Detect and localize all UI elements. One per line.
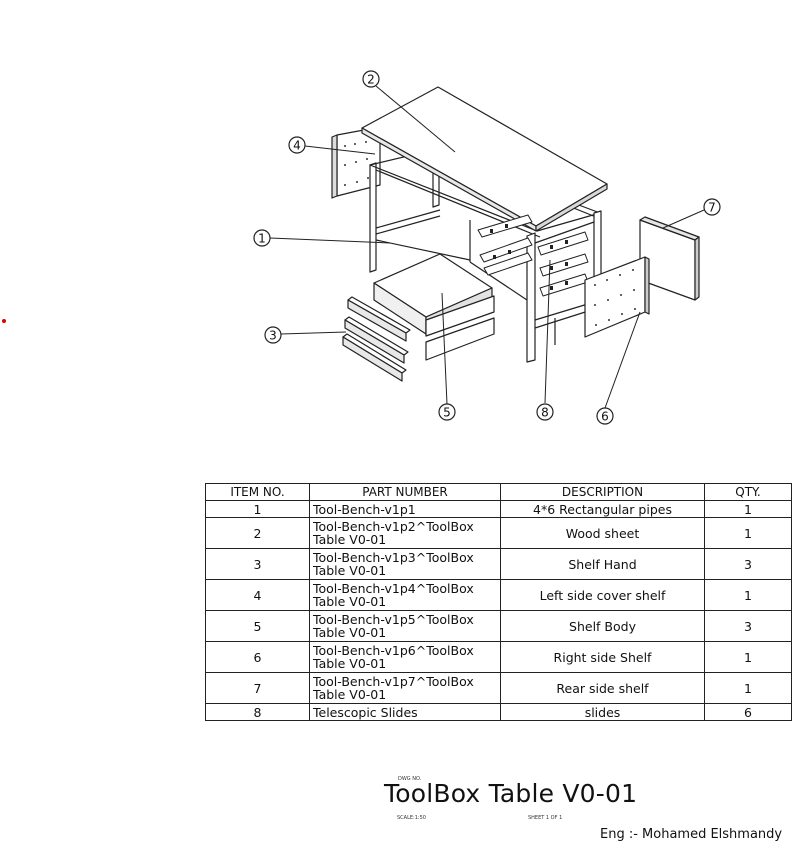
cell-item: 1: [205, 500, 310, 518]
cell-item: 8: [205, 703, 310, 721]
cell-qty: 6: [704, 703, 792, 721]
cell-part: Telescopic Slides: [309, 703, 501, 721]
part-line-2: Table V0-01: [313, 594, 387, 609]
part-line-2: Table V0-01: [313, 625, 387, 640]
header-item-no: ITEM NO.: [205, 483, 310, 501]
sheet-caption: SHEET 1 OF 1: [528, 815, 563, 821]
cell-qty: 3: [704, 548, 792, 580]
title-block: DWG NO. ToolBox Table V0-01 SCALE:1:50 S…: [0, 770, 800, 848]
part-line-1: Tool-Bench-v1p4^ToolBox: [313, 581, 474, 596]
shelf-hands: [342, 296, 411, 382]
cell-description: 4*6 Rectangular pipes: [500, 500, 705, 518]
cell-item: 3: [205, 548, 310, 580]
wood-sheet-top: [361, 86, 608, 232]
cell-description: Shelf Hand: [500, 548, 705, 580]
dwg-no-caption: DWG NO.: [398, 776, 422, 782]
part-line-1: Telescopic Slides: [313, 704, 418, 720]
svg-text:6: 6: [601, 410, 609, 424]
svg-text:7: 7: [708, 201, 716, 215]
svg-text:1: 1: [258, 232, 266, 246]
part-line-2: Table V0-01: [313, 687, 387, 702]
svg-text:8: 8: [541, 406, 549, 420]
cell-qty: 1: [704, 672, 792, 704]
balloon-8: 8: [536, 403, 554, 421]
cell-item: 7: [205, 672, 310, 704]
cell-part: Tool-Bench-v1p1: [309, 500, 501, 518]
exploded-assembly-drawing: 1 2 3 4 5 6 7 8: [253, 70, 721, 425]
part-line-1: Tool-Bench-v1p7^ToolBox: [313, 674, 474, 689]
svg-text:2: 2: [367, 73, 375, 87]
cell-qty: 3: [704, 610, 792, 642]
svg-text:5: 5: [443, 406, 451, 420]
part-line-2: Table V0-01: [313, 656, 387, 671]
cell-description: Rear side shelf: [500, 672, 705, 704]
telescopic-slides: [477, 214, 589, 297]
cell-description: Left side cover shelf: [500, 579, 705, 611]
part-line-2: Table V0-01: [313, 563, 387, 578]
header-description: DESCRIPTION: [500, 483, 705, 501]
header-part-number: PART NUMBER: [309, 483, 501, 501]
cell-item: 6: [205, 641, 310, 673]
rear-side-panel: [639, 216, 700, 301]
svg-text:4: 4: [293, 139, 301, 153]
cell-description: Wood sheet: [500, 517, 705, 549]
part-line-1: Tool-Bench-v1p5^ToolBox: [313, 612, 474, 627]
cell-item: 5: [205, 610, 310, 642]
balloon-5: 5: [438, 403, 456, 421]
leader-lines: [269, 85, 705, 409]
cell-qty: 1: [704, 517, 792, 549]
cell-item: 2: [205, 517, 310, 549]
bom-header-row: ITEM NO. PART NUMBER DESCRIPTION QTY.: [205, 483, 792, 501]
cell-qty: 1: [704, 500, 792, 518]
balloon-2: 2: [362, 70, 380, 88]
cell-qty: 1: [704, 641, 792, 673]
drawing-title: ToolBox Table V0-01: [384, 779, 638, 808]
balloon-3: 3: [264, 326, 282, 344]
balloon-4: 4: [288, 136, 306, 154]
scale-caption: SCALE:1:50: [397, 815, 426, 821]
part-line-2: Table V0-01: [313, 532, 387, 547]
part-line-1: Tool-Bench-v1p1: [313, 501, 416, 517]
author-credit: Eng :- Mohamed Elshmandy: [600, 827, 783, 842]
bill-of-materials-table: ITEM NO. PART NUMBER DESCRIPTION QTY. 1 …: [205, 483, 792, 721]
cell-description: Right side Shelf: [500, 641, 705, 673]
svg-text:3: 3: [269, 329, 277, 343]
red-marker-dot: [2, 319, 6, 323]
cell-description: Shelf Body: [500, 610, 705, 642]
table-row: 8 Telescopic Slides slides 6: [205, 703, 792, 721]
cell-description: slides: [500, 703, 705, 721]
header-qty: QTY.: [704, 483, 792, 501]
cell-item: 4: [205, 579, 310, 611]
balloon-1: 1: [253, 229, 271, 247]
balloon-7: 7: [703, 198, 721, 216]
cell-qty: 1: [704, 579, 792, 611]
part-line-1: Tool-Bench-v1p2^ToolBox: [313, 519, 474, 534]
right-side-panel: [584, 256, 650, 338]
table-row: 1 Tool-Bench-v1p1 4*6 Rectangular pipes …: [205, 500, 792, 518]
part-line-1: Tool-Bench-v1p3^ToolBox: [313, 550, 474, 565]
balloon-6: 6: [596, 407, 614, 425]
part-line-1: Tool-Bench-v1p6^ToolBox: [313, 643, 474, 658]
